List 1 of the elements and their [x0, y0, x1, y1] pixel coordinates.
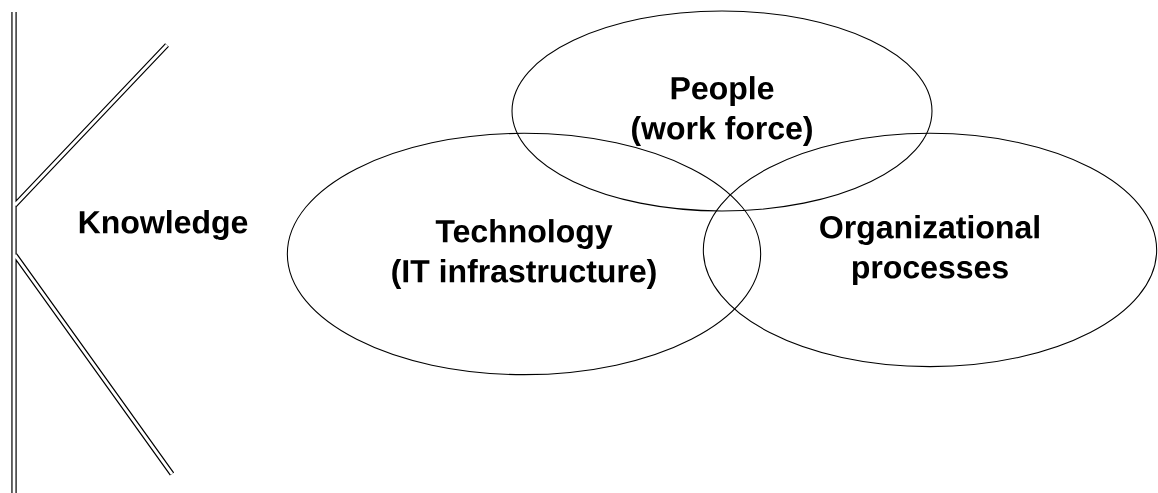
label: Knowledge [79, 210, 248, 240]
